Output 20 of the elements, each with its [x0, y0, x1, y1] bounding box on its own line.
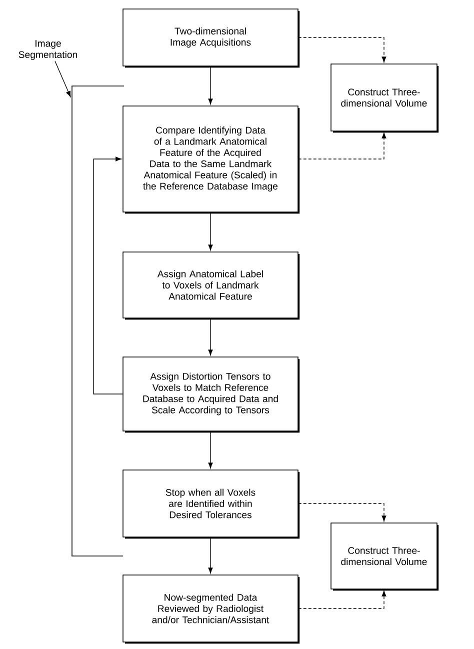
dashed-arrow	[298, 37, 386, 62]
arrow	[93, 156, 123, 394]
process-box: Two-dimensional Image Acquisitions	[122, 8, 300, 68]
arrow	[54, 60, 71, 97]
dashed-arrow	[298, 503, 386, 522]
annotation-label: Image Segmentation	[18, 40, 77, 60]
process-box: Now-segmented Data Reviewed by Radiologist and/or Technician/Assistant	[122, 574, 300, 644]
output-box: Construct Three-dimensional Volume	[330, 64, 439, 133]
arrow	[208, 431, 213, 468]
process-box: Assign Distortion Tensors to Voxels to Match Reference Database to Acquired Data and Scale According to Tensors	[122, 356, 300, 433]
arrow	[208, 537, 213, 574]
dashed-arrow	[298, 132, 386, 160]
output-box: Construct Three-dimensional Volume	[330, 522, 439, 591]
process-box: Stop when all Voxels are Identified within Desired Tolerances	[122, 470, 300, 539]
arrow	[208, 212, 213, 250]
arrow	[208, 318, 213, 356]
process-box: Assign Anatomical Label to Voxels of Landmark Anatomical Feature	[122, 252, 300, 320]
process-box: Compare Identifying Data of a Landmark Anatomical Feature of the Acquired Data to the Same Landmark Anatomical Feature (Scaled) in the Reference Database Image	[122, 106, 300, 214]
arrow	[208, 66, 213, 104]
dashed-arrow	[298, 590, 386, 609]
